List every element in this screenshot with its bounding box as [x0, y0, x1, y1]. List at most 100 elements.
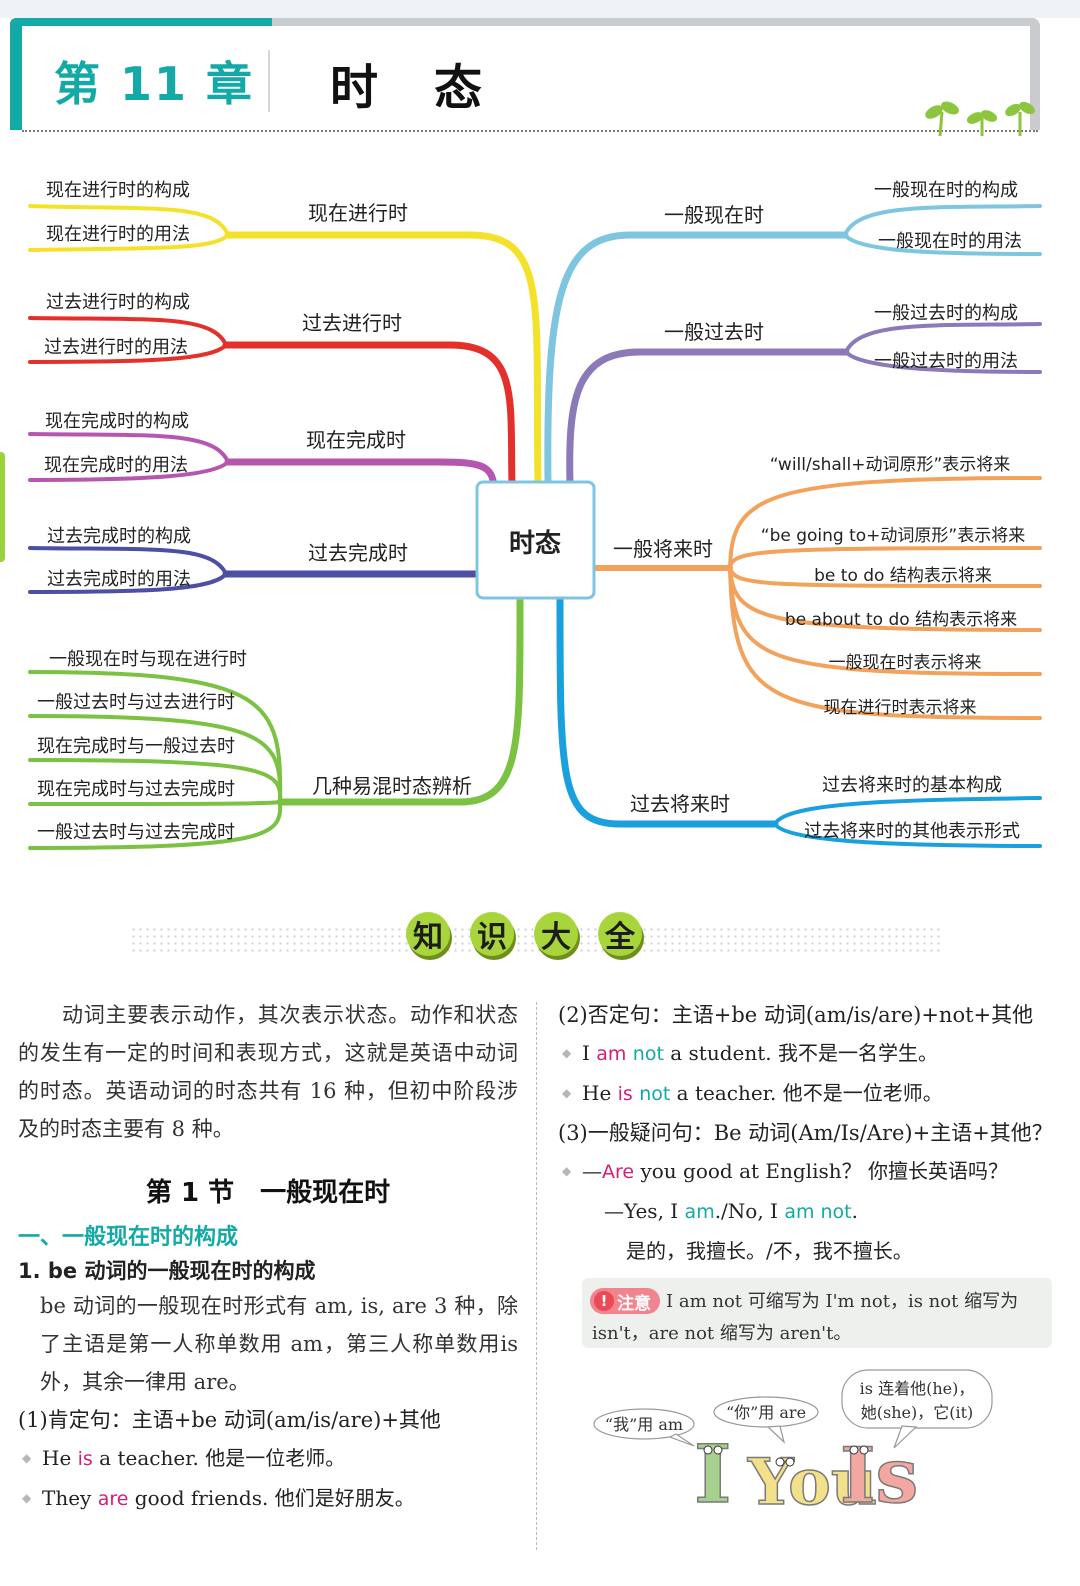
leaf-present-perfect-form: 现在完成时的构成 — [45, 411, 189, 432]
example-3: ◆ I am not a student. 我不是一名学生。 — [558, 1034, 1058, 1074]
diamond-icon: ◆ — [562, 1046, 572, 1060]
header-gray-bar — [272, 18, 1040, 26]
example-1: ◆ He is a teacher. 他是一位老师。 — [18, 1439, 518, 1479]
leaf-future-be-about-to-do: be about to do 结构表示将来 — [785, 610, 1017, 630]
leaf-present-perfect-use: 现在完成时的用法 — [44, 455, 188, 476]
mindmap-center: 时态 — [509, 528, 561, 559]
leaf-future-simple-present: 一般现在时表示将来 — [829, 653, 982, 673]
leaf-past-perfect-form: 过去完成时的构成 — [47, 526, 191, 547]
node-simple-future: 一般将来时 — [613, 537, 713, 561]
leaf-confusing-2: 一般过去时与过去进行时 — [37, 692, 235, 713]
page-edge-tab — [0, 452, 5, 562]
example-6-translation: 是的，我擅长。/不，我不擅长。 — [626, 1239, 913, 1263]
header-left-edge — [10, 18, 22, 130]
example-6: —Yes, I am./No, I am not. — [604, 1199, 858, 1223]
speech-bubble — [841, 1369, 993, 1429]
leaf-simple-past-form: 一般过去时的构成 — [874, 303, 1018, 324]
leaf-simple-past-use: 一般过去时的用法 — [874, 351, 1018, 372]
header-divider — [268, 50, 270, 112]
node-confusing-tenses: 几种易混时态辨析 — [312, 774, 472, 798]
leaf-present-continuous-form: 现在进行时的构成 — [46, 180, 190, 201]
banner-chars: 知 识 大 全 — [406, 912, 642, 956]
leaf-past-perfect-use: 过去完成时的用法 — [47, 569, 191, 590]
leaf-future-in-past-form: 过去将来时的基本构成 — [822, 775, 1002, 796]
bubble-i: “我”用 am — [605, 1415, 683, 1434]
note-badge: !注意 — [590, 1288, 660, 1314]
node-simple-present: 一般现在时 — [664, 203, 764, 227]
example-4: ◆ He is not a teacher. 他不是一位老师。 — [558, 1074, 1058, 1114]
node-present-perfect: 现在完成时 — [306, 428, 406, 452]
right-column: (2)否定句：主语+be 动词(am/is/are)+not+其他 ◆ I am… — [558, 996, 1058, 1271]
keyword-not: not — [632, 1043, 664, 1065]
diamond-icon: ◆ — [562, 1086, 572, 1100]
cartoon-letter-i: I — [694, 1427, 731, 1516]
left-column: 动词主要表示动作，其次表示状态。动作和状态的发生有一定的时间和表现方式，这就是英… — [18, 996, 518, 1519]
section-title: 第 1 节 一般现在时 — [145, 1178, 391, 1208]
leaf-past-continuous-use: 过去进行时的用法 — [44, 337, 188, 358]
intro-paragraph: 动词主要表示动作，其次表示状态。动作和状态的发生有一定的时间和表现方式，这就是英… — [18, 1003, 518, 1141]
example-5: ◆ —Are you good at English？ 你擅长英语吗？ — [558, 1152, 1058, 1192]
branch-simple-past — [566, 322, 1042, 489]
leaf-confusing-5: 一般过去时与过去完成时 — [37, 822, 235, 843]
header-inner — [22, 26, 1030, 130]
cartoon-word-you: You — [747, 1445, 877, 1516]
branch-present-continuous — [28, 204, 542, 489]
keyword-be: are — [97, 1488, 129, 1510]
node-simple-past: 一般过去时 — [664, 320, 764, 344]
leaf-confusing-1: 一般现在时与现在进行时 — [49, 649, 247, 670]
exclamation-icon: ! — [594, 1291, 614, 1311]
column-divider — [536, 1002, 537, 1550]
tense-mindmap: 时态 现在进行时 现在进行时的构成 现在进行时的用法 过去进行时 过去进行时的构… — [28, 180, 1042, 850]
header-teal-bar — [10, 18, 272, 26]
item-paragraph: be 动词的一般现在时形式有 am, is, are 3 种，除了主语是第一人称… — [40, 1294, 518, 1394]
branch-simple-present — [544, 204, 1042, 489]
leaf-past-continuous-form: 过去进行时的构成 — [46, 292, 190, 313]
keyword-be: is — [77, 1448, 93, 1470]
diamond-icon: ◆ — [22, 1491, 32, 1505]
speech-bubble — [593, 1408, 695, 1440]
leaf-simple-present-use: 一般现在时的用法 — [878, 231, 1022, 252]
subsection-title: 一、一般现在时的构成 — [18, 1225, 239, 1250]
rule-question: (3)一般疑问句：Be 动词(Am/Is/Are)+主语+其他？ — [558, 1121, 1053, 1145]
chapter-number: 第 11 章 — [54, 57, 255, 111]
leaf-future-be-going-to: “be going to+动词原形”表示将来 — [761, 526, 1025, 546]
leaf-present-continuous-use: 现在进行时的用法 — [46, 224, 190, 245]
cartoon-word-is: Is — [840, 1431, 918, 1516]
sprouts-icon — [925, 101, 1035, 137]
header-dotted-line — [22, 130, 1038, 132]
banner-char: 大 — [534, 912, 578, 956]
chapter-header: 第 11 章 时态 — [10, 18, 1040, 137]
branch-simple-future — [593, 476, 1042, 720]
branch-future-in-past — [556, 596, 1042, 848]
rule-negative: (2)否定句：主语+be 动词(am/is/are)+not+其他 — [558, 1003, 1034, 1027]
mindmap-center-box — [475, 480, 596, 600]
speech-bubble — [713, 1396, 819, 1428]
diamond-icon: ◆ — [22, 1451, 32, 1465]
diamond-icon: ◆ — [562, 1164, 572, 1178]
branch-past-continuous — [28, 316, 516, 489]
note-box: I am not 可缩写为 I'm not，is not 缩写为 isn't，a… — [582, 1278, 1052, 1348]
bubble-you: “你”用 are — [726, 1403, 806, 1422]
leaf-confusing-4: 现在完成时与过去完成时 — [37, 779, 235, 800]
top-band — [0, 0, 1080, 18]
branch-confusing-tenses — [28, 596, 524, 850]
banner-char: 识 — [470, 912, 514, 956]
leaf-confusing-3: 现在完成时与一般过去时 — [37, 736, 235, 757]
bubble-is-line2: 她(she)，它(it) — [861, 1403, 974, 1422]
node-past-perfect: 过去完成时 — [308, 541, 408, 565]
branch-past-perfect — [28, 546, 482, 594]
leaf-future-be-to-do: be to do 结构表示将来 — [814, 566, 992, 586]
keyword-be: Are — [602, 1161, 635, 1183]
knowledge-banner: 知 识 大 全 — [130, 912, 940, 972]
keyword-am: am — [684, 1201, 715, 1223]
bubble-is-line1: is 连着他(he)， — [860, 1379, 975, 1398]
example-2: ◆ They are good friends. 他们是好朋友。 — [18, 1479, 518, 1519]
rule-affirmative: (1)肯定句：主语+be 动词(am/is/are)+其他 — [18, 1408, 441, 1432]
i-you-is-cartoon: “我”用 am “你”用 are is 连着他(he)， 她(she)，它(it… — [593, 1369, 993, 1516]
keyword-am-not: am not — [784, 1201, 852, 1223]
note-text: I am not 可缩写为 I'm not，is not 缩写为 isn't，a… — [592, 1291, 1019, 1344]
header-right-edge — [1030, 18, 1040, 130]
node-present-continuous: 现在进行时 — [308, 201, 408, 225]
keyword-be: am — [596, 1043, 627, 1065]
node-future-in-past: 过去将来时 — [630, 792, 730, 816]
